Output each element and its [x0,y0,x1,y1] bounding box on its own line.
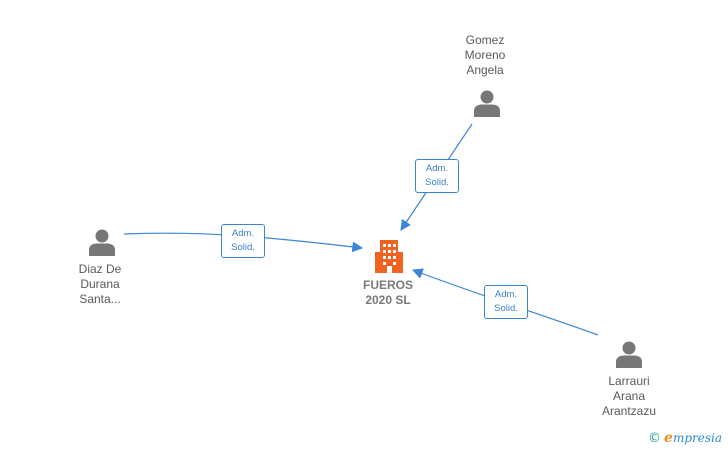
brand-name: mpresia [672,431,722,445]
person-name-line: Arantzazu [601,404,657,418]
company-name[interactable]: FUEROS 2020 SL [348,278,428,308]
person-name-larrauri[interactable]: Larrauri Arana Arantzazu [586,374,672,419]
person-name-line: Moreno [464,48,506,62]
person-name-line: Larrauri [608,374,650,388]
relation-badge-diaz[interactable]: Adm. Solid. [221,224,265,258]
person-icon-diaz[interactable] [89,229,115,257]
relation-role: Adm. [231,228,255,239]
person-name-diaz[interactable]: Diaz De Durana Santa... [60,262,140,307]
person-name-line: Arana [612,389,646,403]
person-name-line: Diaz De [78,262,122,276]
relation-role-type: Solid. [425,177,449,188]
brand-logo[interactable]: ©empresia [648,430,722,446]
relation-role: Adm. [425,163,449,174]
relation-role: Adm. [494,289,518,300]
relation-badge-gomez[interactable]: Adm. Solid. [415,159,459,193]
relation-role-type: Solid. [231,242,255,253]
person-name-line: Angela [466,63,504,77]
person-icon-larrauri[interactable] [616,341,642,369]
building-icon[interactable] [375,240,403,273]
person-icon-gomez[interactable] [474,90,500,118]
brand-initial: e [664,430,673,446]
person-name-line: Durana [80,277,120,291]
person-name-gomez[interactable]: Gomez Moreno Angela [445,33,525,78]
relation-role-type: Solid. [494,303,518,314]
copyright-icon: © [648,431,662,446]
company-name-line: FUEROS [362,278,413,292]
company-name-line: 2020 SL [365,293,411,307]
relation-badge-larrauri[interactable]: Adm. Solid. [484,285,528,319]
person-name-line: Gomez [465,33,505,47]
person-name-line: Santa... [79,292,121,306]
